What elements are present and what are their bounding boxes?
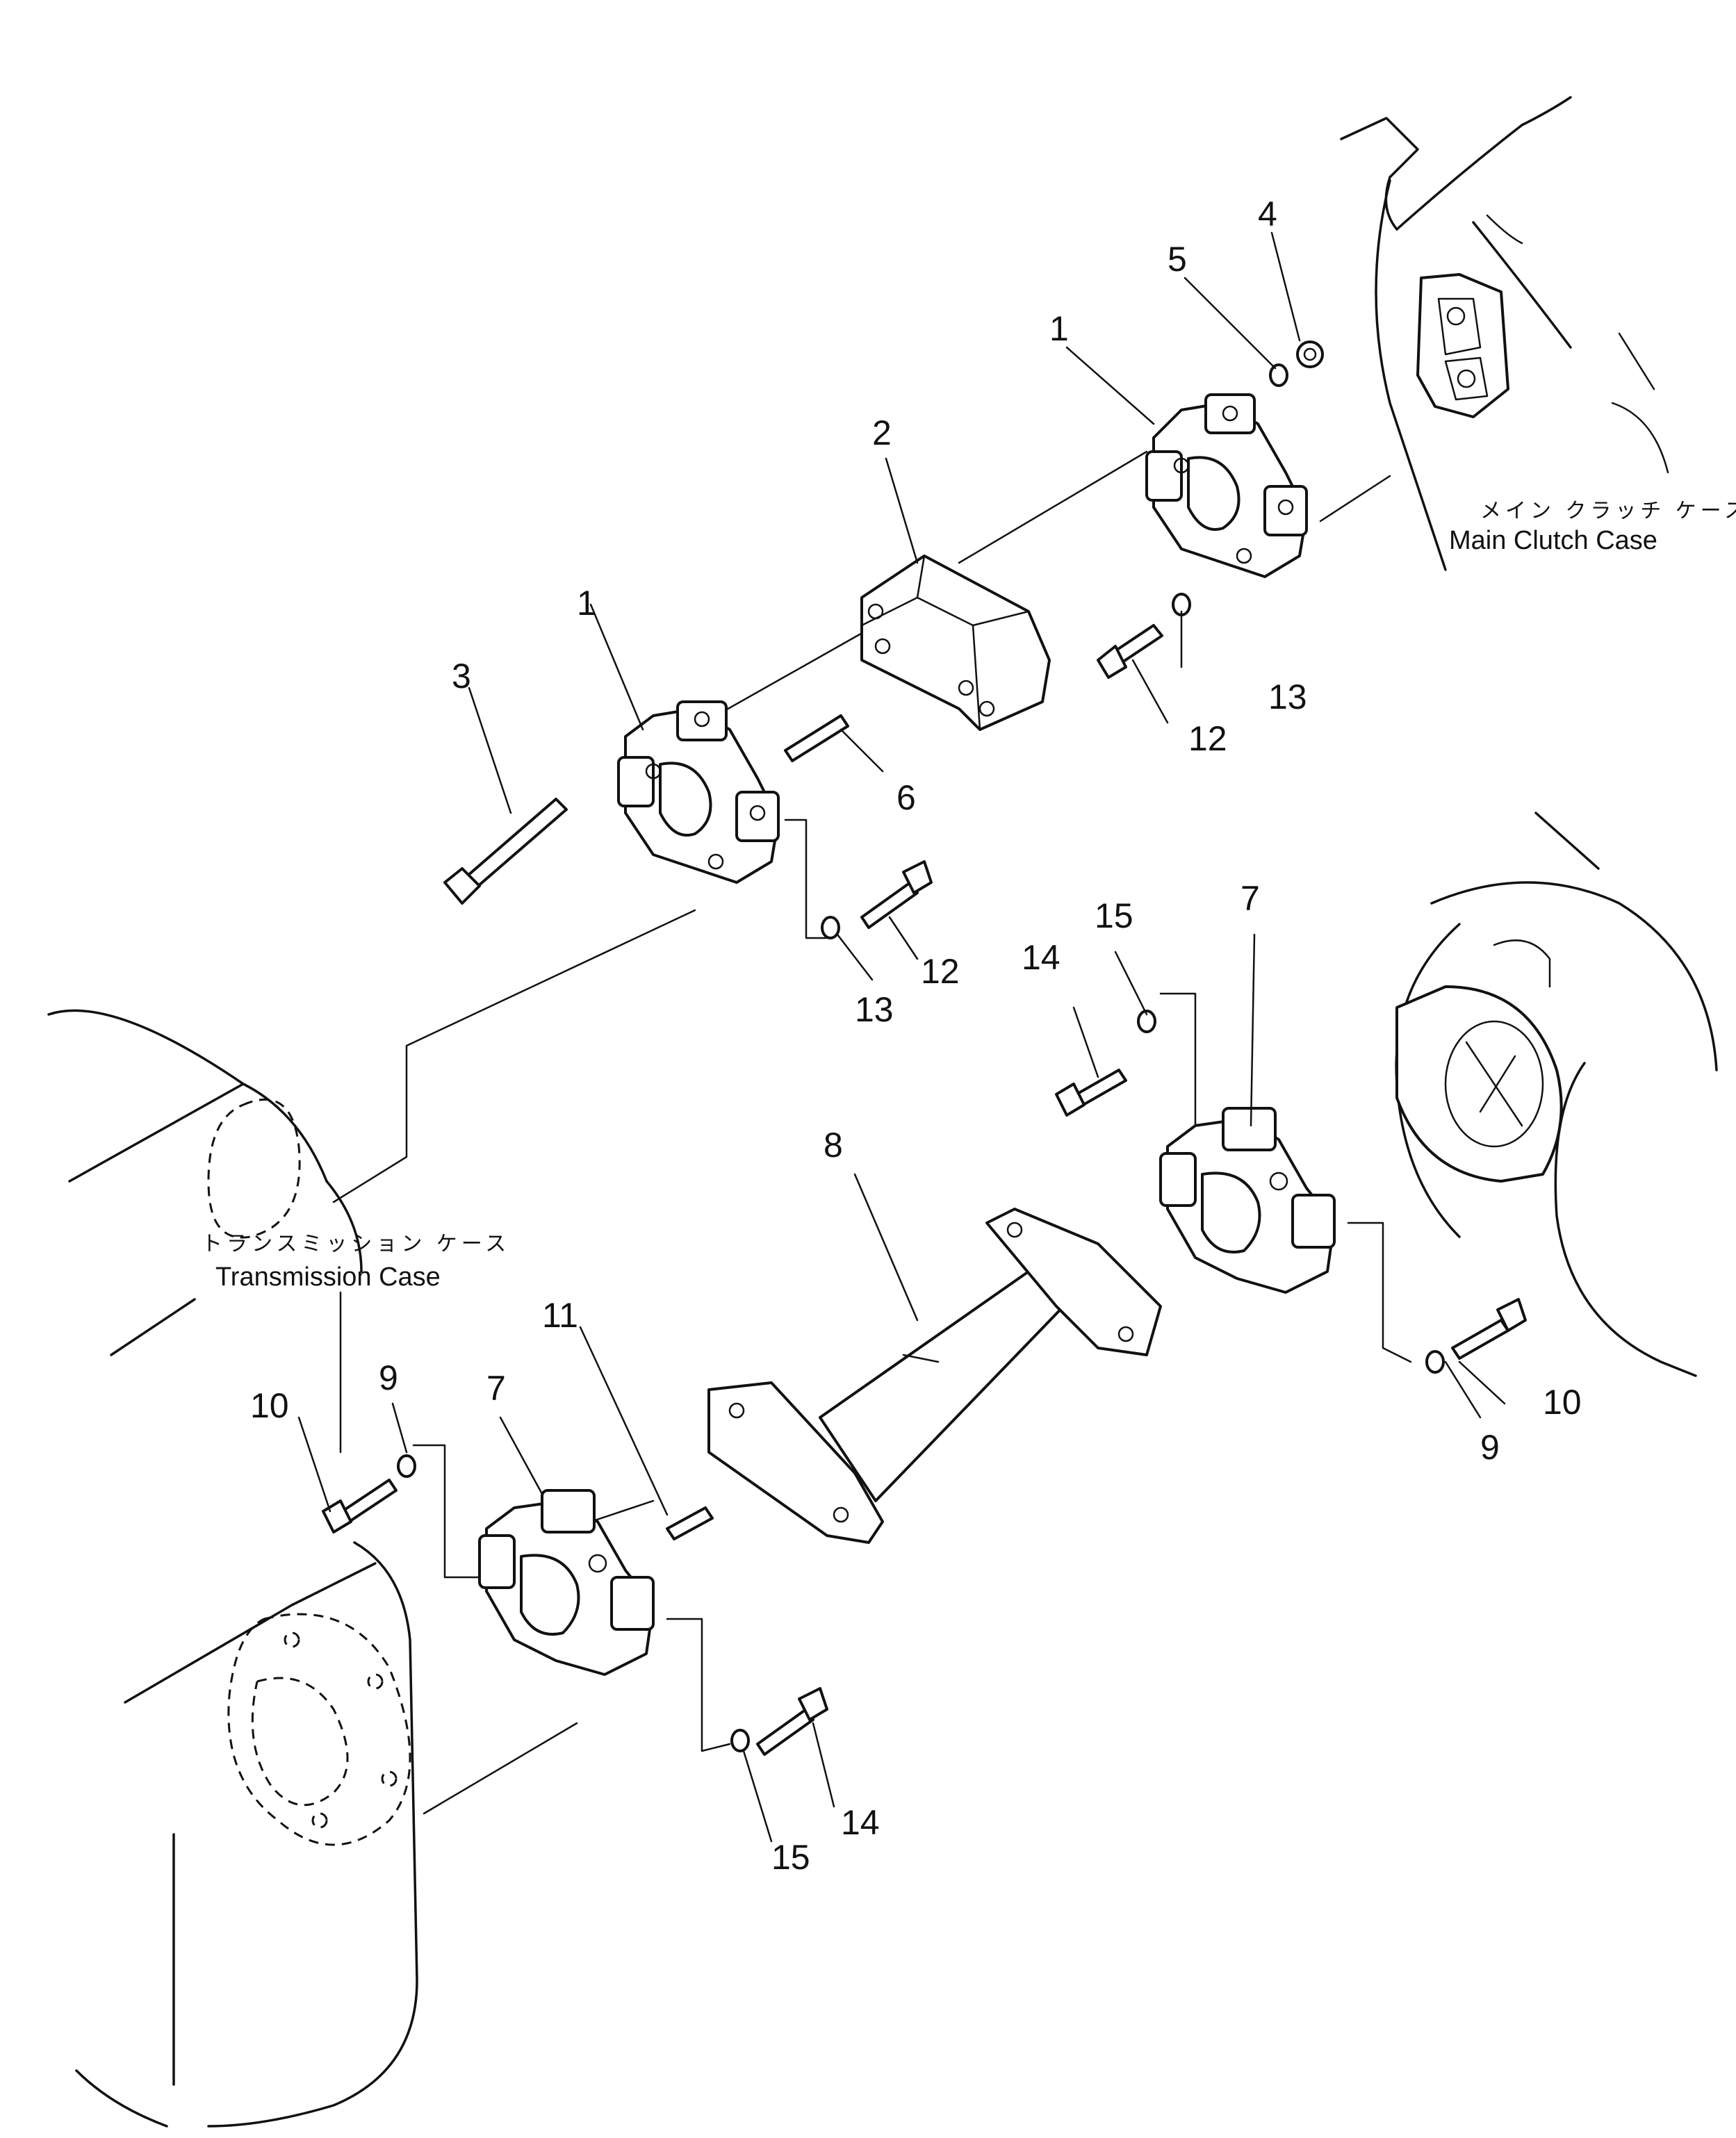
callout-14-left: 14 (841, 1803, 880, 1842)
callout-5: 5 (1168, 240, 1187, 279)
yoke (860, 554, 1051, 731)
callout-13-lower: 13 (855, 990, 894, 1029)
callout-10-right: 10 (1543, 1383, 1582, 1422)
transmission-case-outline (47, 1009, 418, 2128)
callout-6: 6 (896, 778, 916, 817)
spider-coupling-upper (1145, 393, 1308, 578)
callout-8: 8 (824, 1126, 843, 1165)
case-labels: メイン クラッチ ケース Main Clutch Case トランスミッション … (202, 500, 1736, 1292)
callout-4: 4 (1258, 195, 1277, 233)
callout-9-left: 9 (379, 1358, 398, 1397)
callout-7-left: 7 (486, 1369, 506, 1408)
callout-10-left: 10 (250, 1386, 289, 1425)
spider-coupling-lower (617, 700, 780, 884)
main-clutch-case-outline (1340, 96, 1669, 571)
spider-coupling-7-left (478, 1489, 655, 1676)
callout-9-right: 9 (1480, 1428, 1500, 1467)
rear-housing-outline (1395, 812, 1718, 1377)
callout-1-upper: 1 (1049, 309, 1069, 348)
main-clutch-case-label-jp: メイン クラッチ ケース (1480, 500, 1736, 523)
transmission-case-label-en: Transmission Case (215, 1263, 441, 1292)
transmission-case-label-jp: トランスミッション ケース (202, 1233, 510, 1256)
callout-11: 11 (542, 1296, 578, 1335)
callout-2: 2 (872, 413, 892, 452)
spider-coupling-7-right (1159, 1107, 1336, 1294)
fasteners (322, 340, 1527, 1756)
callout-15-left: 15 (771, 1838, 810, 1877)
callout-13-upper: 13 (1268, 677, 1307, 716)
callout-leaders (297, 231, 1506, 1843)
callout-1-lower: 1 (577, 584, 596, 623)
callout-15-right: 15 (1095, 896, 1133, 935)
assembly-lines (332, 450, 1412, 1815)
callout-numbers: 1 1 2 3 4 5 6 7 7 8 9 9 10 10 11 12 12 1… (250, 195, 1582, 1877)
callout-12-lower: 12 (921, 952, 960, 991)
propeller-shaft (707, 1208, 1162, 1544)
main-clutch-case-label-en: Main Clutch Case (1449, 526, 1657, 555)
callout-12-upper: 12 (1188, 719, 1227, 758)
callout-14-right: 14 (1022, 938, 1061, 977)
callout-7-right: 7 (1240, 879, 1260, 918)
callout-3: 3 (452, 657, 471, 696)
